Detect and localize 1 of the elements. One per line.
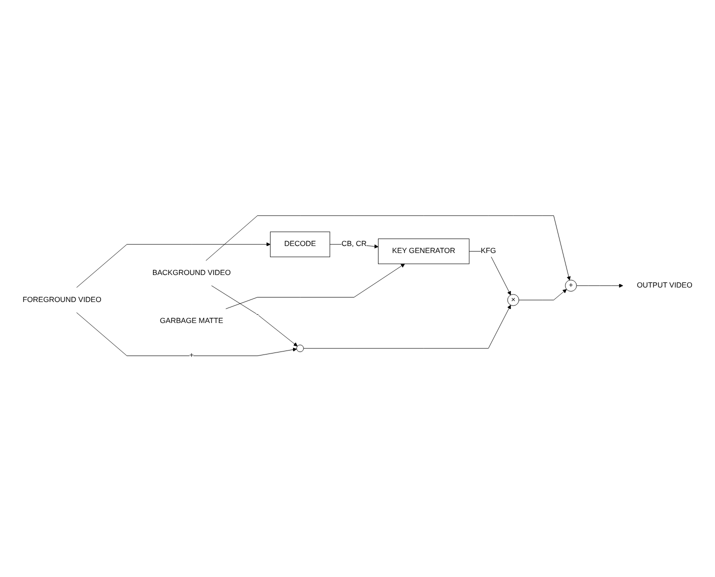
node-circle bbox=[296, 344, 304, 352]
